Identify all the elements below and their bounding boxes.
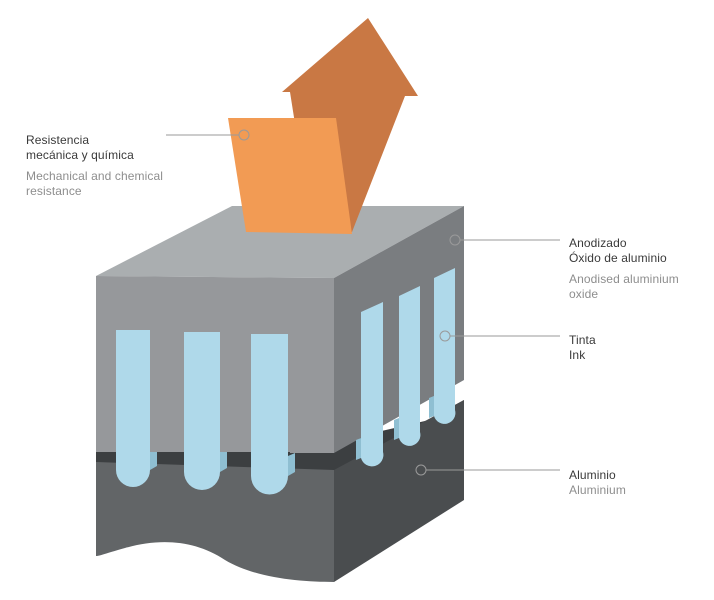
label-anodised-en-2: oxide <box>569 287 599 301</box>
arrow-front-face <box>228 118 352 234</box>
label-ink: Tinta Ink <box>569 333 699 363</box>
ink-pore-depth <box>394 418 399 440</box>
ink-pore-depth <box>356 438 361 460</box>
ink-pore-side <box>288 453 295 476</box>
label-aluminium-es: Aluminio <box>569 468 616 482</box>
marker-circle-ink <box>439 330 451 342</box>
ink-pores-front-upper <box>116 330 288 453</box>
label-anodised: Anodizado Óxido de aluminio Anodised alu… <box>569 236 709 302</box>
label-anodised-es-1: Anodizado <box>569 236 627 250</box>
label-resistance-es-1: Resistencia <box>26 133 90 147</box>
label-aluminium-en: Aluminium <box>569 483 626 497</box>
ink-pore <box>361 302 384 467</box>
label-aluminium: Aluminio Aluminium <box>569 468 699 498</box>
label-anodised-en-1: Anodised aluminium <box>569 272 679 286</box>
aluminium-side-face <box>334 400 464 582</box>
label-resistance: Resistencia mecánica y química Mechanica… <box>26 133 196 199</box>
oxide-top-face <box>96 206 464 278</box>
label-anodised-es-2: Óxido de aluminio <box>569 251 667 265</box>
label-resistance-en-2: resistance <box>26 184 82 198</box>
label-ink-en: Ink <box>569 348 586 362</box>
label-ink-es: Tinta <box>569 333 596 347</box>
ink-pore-depth <box>429 396 434 418</box>
ink-pore <box>434 268 456 424</box>
resistance-arrow <box>228 18 418 234</box>
ink-pore-upper <box>251 334 288 453</box>
ink-pore-side <box>220 449 227 472</box>
ink-pore-upper <box>184 332 220 452</box>
marker-circle-resistance <box>238 129 250 141</box>
marker-circle-anodised <box>449 234 461 246</box>
ink-pore-side <box>150 447 157 470</box>
ink-pore <box>399 286 421 446</box>
leader-lines <box>166 129 560 476</box>
marker-circle-aluminium <box>415 464 427 476</box>
ink-pores-side <box>356 268 456 467</box>
label-resistance-es-2: mecánica y química <box>26 148 134 162</box>
ink-pore-upper <box>116 330 150 452</box>
label-resistance-en-1: Mechanical and chemical <box>26 169 164 183</box>
